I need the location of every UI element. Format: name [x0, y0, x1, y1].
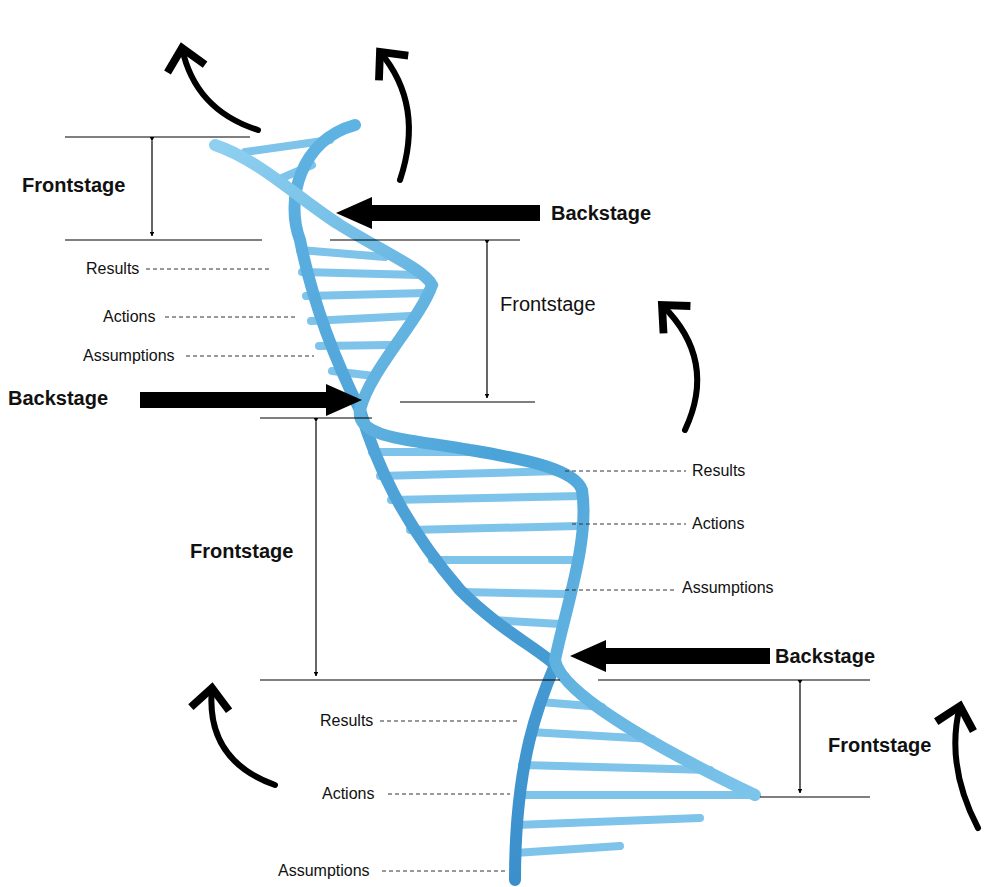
layer-label: Results	[692, 461, 745, 480]
layer-label: Assumptions	[83, 346, 175, 365]
layer-label: Actions	[103, 307, 155, 326]
layer-label: Actions	[692, 514, 744, 533]
stage-label: Frontstage	[22, 173, 125, 197]
layer-label: Results	[86, 259, 139, 278]
dimension-lines	[65, 137, 870, 797]
stage-label: Frontstage	[500, 292, 596, 316]
layer-label: Actions	[322, 784, 374, 803]
backstage-arrows	[140, 197, 770, 672]
stage-label: Backstage	[8, 386, 108, 410]
leader-lines	[146, 269, 686, 871]
stage-label: Frontstage	[828, 733, 931, 757]
layer-label: Assumptions	[278, 861, 370, 880]
helix-strand	[215, 145, 755, 795]
dimension-arrows	[152, 141, 800, 793]
layer-label: Assumptions	[682, 578, 774, 597]
layer-label: Results	[320, 711, 373, 730]
stage-label: Frontstage	[190, 539, 293, 563]
stage-label: Backstage	[775, 644, 875, 668]
helix-rungs	[245, 140, 750, 853]
stage-label: Backstage	[551, 201, 651, 225]
curved-arrows	[182, 48, 978, 828]
helix-strand	[295, 125, 555, 880]
